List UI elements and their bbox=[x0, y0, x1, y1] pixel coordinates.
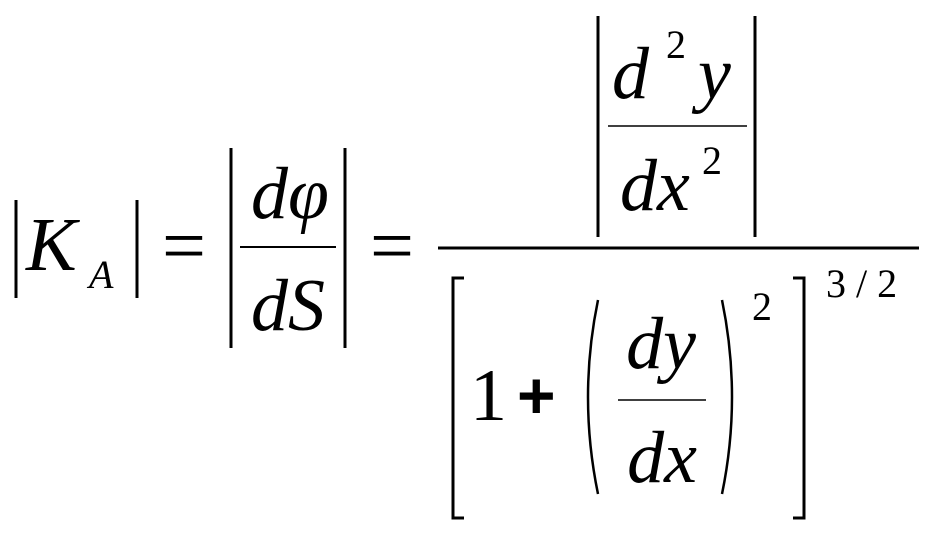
rhs-den-left-paren bbox=[586, 299, 600, 495]
middle-denominator: dS bbox=[251, 265, 325, 347]
rhs-den-one: 1 bbox=[470, 355, 507, 437]
lhs-abs-k-a: K A bbox=[14, 200, 139, 298]
rhs-den-right-paren bbox=[720, 299, 734, 495]
rhs-num-den-dx: dx bbox=[620, 145, 690, 227]
rhs-num-d: d bbox=[612, 33, 650, 115]
rhs-den-outer-power: 3 / 2 bbox=[826, 261, 897, 306]
rhs-num-den-power: 2 bbox=[702, 138, 722, 183]
rhs-denominator: 1 + dy dx 2 3 / 2 bbox=[451, 261, 897, 520]
middle-abs-dphi-ds: dφ dS bbox=[229, 148, 347, 348]
lhs-symbol: K bbox=[25, 203, 80, 287]
equals-sign-2: = bbox=[370, 202, 414, 289]
middle-numerator: dφ bbox=[251, 153, 329, 235]
rhs-den-inner-denominator: dx bbox=[627, 417, 697, 499]
rhs-num-power: 2 bbox=[666, 22, 686, 67]
rhs-numerator: d 2 y dx 2 bbox=[596, 16, 757, 237]
rhs-fraction: d 2 y dx 2 1 + dy dx 2 3 / 2 bbox=[438, 16, 919, 520]
rhs-num-y: y bbox=[691, 33, 731, 115]
rhs-den-inner-numerator: dy bbox=[626, 303, 696, 385]
equals-sign-1: = bbox=[162, 202, 206, 289]
rhs-den-plus: + bbox=[517, 358, 556, 432]
rhs-den-inner-power: 2 bbox=[752, 284, 772, 329]
lhs-subscript: A bbox=[86, 252, 114, 297]
rhs-den-right-bracket bbox=[793, 276, 806, 520]
rhs-den-left-bracket bbox=[451, 276, 464, 520]
